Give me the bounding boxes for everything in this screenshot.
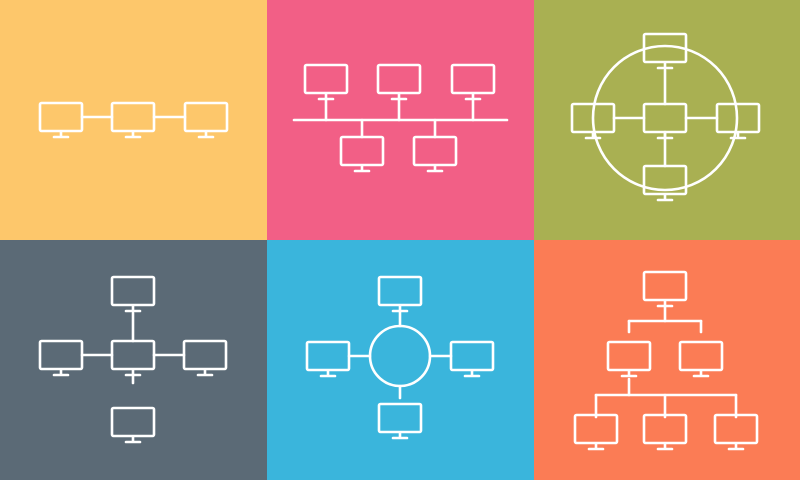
tree-panel — [534, 240, 800, 480]
monitor-icon — [642, 102, 688, 140]
monitor-screen — [110, 406, 156, 438]
monitor-icon — [110, 339, 156, 377]
monitor-icon — [573, 413, 619, 451]
monitor-screen — [573, 413, 619, 445]
monitor-icon — [606, 340, 652, 378]
monitor-icon — [38, 101, 84, 139]
monitor-screen — [110, 339, 156, 371]
daisy-chain-panel — [0, 0, 267, 240]
monitor-icon — [642, 32, 688, 70]
star-cross-diagram — [38, 275, 228, 444]
monitor-screen — [450, 63, 496, 95]
monitor-icon — [412, 135, 458, 173]
hub-circle-panel — [267, 240, 534, 480]
monitor-icon — [377, 275, 423, 313]
monitor-icon — [570, 102, 616, 140]
ring-line — [591, 44, 739, 192]
monitor-screen — [449, 340, 495, 372]
ring-star-diagram — [570, 32, 761, 202]
monitor-icon — [339, 135, 385, 173]
monitor-icon — [38, 339, 84, 377]
monitor-screen — [38, 101, 84, 133]
monitor-icon — [303, 63, 349, 101]
monitor-screen — [38, 339, 84, 371]
monitor-screen — [642, 413, 688, 445]
monitor-icon — [642, 270, 688, 308]
bus-diagram — [292, 63, 509, 173]
daisy-chain-diagram — [38, 101, 229, 139]
monitor-screen — [182, 339, 228, 371]
monitor-screen — [377, 402, 423, 434]
ring-star-panel — [534, 0, 800, 240]
monitor-screen — [642, 270, 688, 302]
star-cross-panel — [0, 240, 267, 480]
monitor-icon — [642, 413, 688, 451]
monitor-icon — [678, 340, 724, 378]
monitor-screen — [412, 135, 458, 167]
monitor-screen — [606, 340, 652, 372]
monitor-screen — [376, 63, 422, 95]
monitor-icon — [305, 340, 351, 378]
monitor-icon — [110, 101, 156, 139]
monitor-icon — [182, 339, 228, 377]
tree-diagram — [573, 270, 759, 451]
monitor-screen — [678, 340, 724, 372]
monitor-icon — [110, 406, 156, 444]
monitor-screen — [377, 275, 423, 307]
monitor-icon — [183, 101, 229, 139]
hub-circle-diagram — [305, 275, 495, 440]
monitor-screen — [110, 101, 156, 133]
monitor-screen — [642, 102, 688, 134]
monitor-screen — [713, 413, 759, 445]
monitor-screen — [183, 101, 229, 133]
monitor-icon — [377, 402, 423, 440]
monitor-icon — [450, 63, 496, 101]
monitor-icon — [713, 413, 759, 451]
monitor-screen — [339, 135, 385, 167]
monitor-icon — [110, 275, 156, 313]
monitor-screen — [110, 275, 156, 307]
monitor-icon — [642, 164, 688, 202]
monitor-icon — [715, 102, 761, 140]
monitor-icon — [376, 63, 422, 101]
bus-panel — [267, 0, 534, 240]
monitor-screen — [303, 63, 349, 95]
monitor-icon — [449, 340, 495, 378]
hub-circle — [368, 324, 432, 388]
monitor-screen — [305, 340, 351, 372]
